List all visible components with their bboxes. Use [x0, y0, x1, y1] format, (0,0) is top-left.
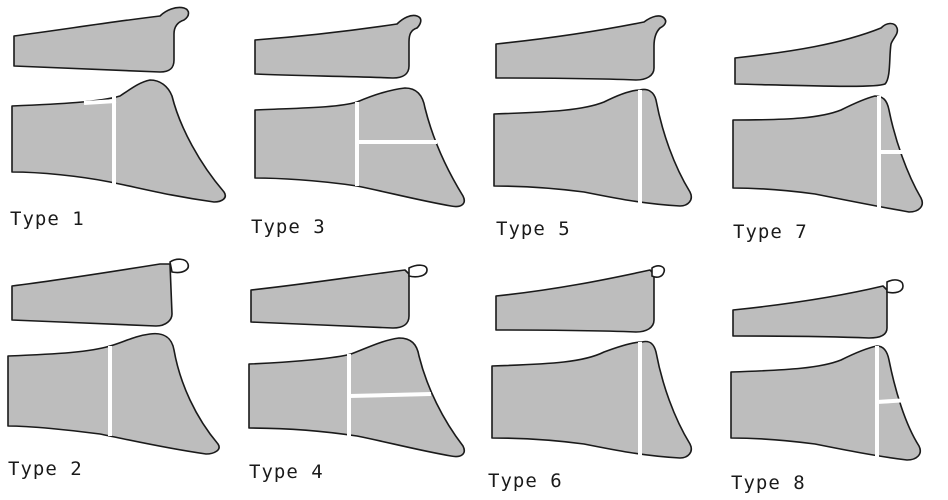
ulnar-styloid-fragment [887, 280, 903, 293]
ulnar-styloid-fragment [652, 266, 664, 277]
ulna-bone [255, 15, 421, 78]
radius-bone [8, 334, 219, 454]
ulna-bone [496, 270, 654, 332]
radius-bone [494, 89, 691, 206]
type-label: Type 1 [10, 208, 85, 230]
type-label: Type 3 [251, 216, 326, 238]
panel-type-3: Type 3 [237, 0, 474, 250]
panel-type-2: Type 2 [0, 250, 237, 500]
type-label: Type 6 [488, 470, 563, 492]
ulna-bone [12, 264, 172, 326]
ulna-bone [496, 16, 666, 80]
radius-bone [255, 88, 464, 207]
type-7-illustration [711, 0, 948, 250]
ulna-bone [735, 24, 897, 87]
ulna-bone [251, 270, 409, 328]
ulna-bone [14, 7, 189, 72]
dorsal-gap [84, 101, 116, 103]
ulnar-styloid-fragment [409, 265, 427, 277]
type-label: Type 8 [731, 472, 806, 494]
radius-bone [492, 341, 691, 458]
radius-bone [12, 80, 225, 202]
panel-type-7: Type 7 [711, 0, 948, 250]
type-label: Type 5 [496, 218, 571, 240]
ulnar-styloid-fragment [170, 259, 188, 272]
ulna-bone [733, 286, 887, 338]
type-3-illustration [237, 0, 474, 250]
panel-type-5: Type 5 [474, 0, 711, 250]
panel-type-4: Type 4 [237, 250, 474, 500]
type-label: Type 2 [8, 458, 83, 480]
panel-type-8: Type 8 [711, 250, 948, 500]
type-8-illustration [711, 250, 948, 500]
comminuted-fracture-line [877, 400, 909, 402]
type-label: Type 7 [733, 221, 808, 243]
type-6-illustration [474, 250, 711, 500]
longitudinal-fracture-line [349, 394, 431, 396]
panel-type-1: Type 1 [0, 0, 237, 250]
panel-type-6: Type 6 [474, 250, 711, 500]
type-label: Type 4 [249, 461, 324, 483]
type-5-illustration [474, 0, 711, 250]
